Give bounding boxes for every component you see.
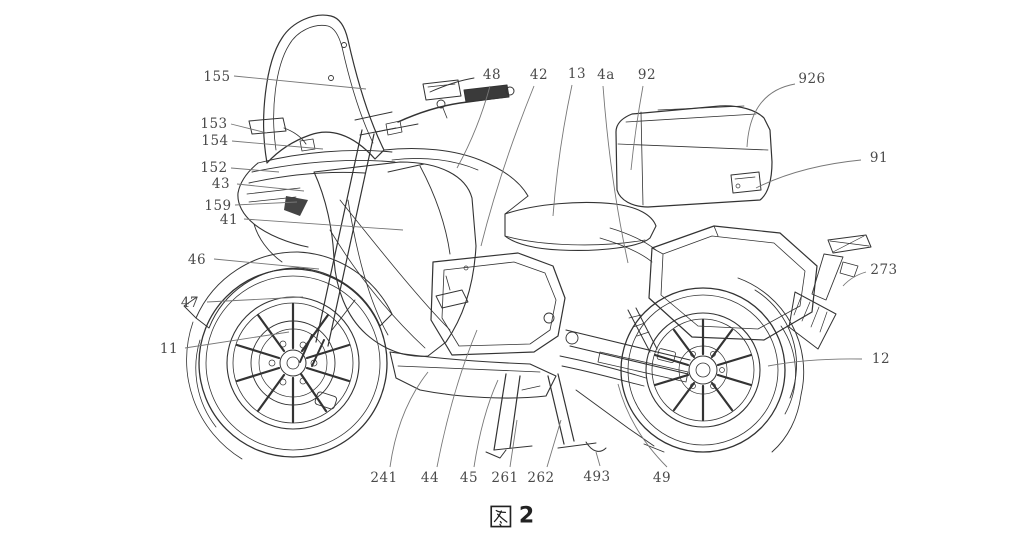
center-stand xyxy=(493,373,521,451)
ref-label-45: 45 xyxy=(459,470,479,486)
windshield-screw xyxy=(341,42,347,48)
top-box xyxy=(615,105,773,208)
ref-label-43: 43 xyxy=(211,176,231,192)
ref-label-47: 47 xyxy=(180,295,200,311)
ref-label-262: 262 xyxy=(527,470,555,486)
footpeg xyxy=(435,289,469,309)
brake-master-cylinder xyxy=(422,79,462,101)
rear-view-mirror xyxy=(248,117,316,152)
figure-glyph-tu xyxy=(490,505,512,527)
ref-label-49: 49 xyxy=(652,470,672,486)
fairing-vent xyxy=(284,196,308,216)
windshield xyxy=(263,14,385,164)
rear-brake-caliper xyxy=(656,348,676,363)
steering-head xyxy=(375,123,451,255)
top-box-latch xyxy=(730,171,762,194)
drive-shaft xyxy=(597,351,689,383)
front-wheel xyxy=(195,268,388,458)
ref-label-41: 41 xyxy=(219,212,239,228)
rear-rack xyxy=(788,234,872,350)
rear-wheel-spokes xyxy=(653,318,753,422)
ref-label-13: 13 xyxy=(567,66,587,82)
rear-reflector xyxy=(839,261,859,278)
figure-caption: 2 xyxy=(490,504,534,529)
ref-label-92: 92 xyxy=(637,67,657,83)
engine-panel xyxy=(430,252,566,356)
ref-label-153: 153 xyxy=(200,116,228,132)
ref-label-152: 152 xyxy=(200,160,228,176)
ref-label-273: 273 xyxy=(870,262,898,278)
belly-pan xyxy=(389,351,557,399)
front-brake-caliper xyxy=(314,391,338,410)
ref-label-48: 48 xyxy=(482,67,502,83)
ref-label-42: 42 xyxy=(529,67,549,83)
ref-label-241: 241 xyxy=(370,470,398,486)
front-fairing xyxy=(237,150,396,263)
brake-lever xyxy=(429,77,475,93)
rear-mudflap xyxy=(788,291,837,350)
front-wheel-spokes xyxy=(235,302,351,424)
ref-label-926: 926 xyxy=(798,71,826,87)
figure-number: 2 xyxy=(518,503,535,529)
rear-wheel xyxy=(620,287,796,453)
stand-foot-hook xyxy=(585,441,607,452)
swingarm xyxy=(565,307,691,383)
ref-label-46: 46 xyxy=(187,252,207,268)
ref-label-91: 91 xyxy=(869,150,889,166)
ref-label-159: 159 xyxy=(204,198,232,214)
rear-fender xyxy=(737,277,805,453)
handlebar-grip xyxy=(463,84,510,103)
ref-label-11: 11 xyxy=(159,341,179,357)
side-fairing xyxy=(313,161,477,357)
front-fork xyxy=(299,111,397,367)
fuel-tank xyxy=(383,148,529,197)
seat xyxy=(504,195,657,263)
side-pannier xyxy=(648,225,818,341)
stand-linkage xyxy=(575,389,665,453)
seat-cowl xyxy=(599,227,657,263)
ref-label-261: 261 xyxy=(491,470,519,486)
ref-label-12: 12 xyxy=(871,351,891,367)
windshield-screw xyxy=(328,75,334,81)
ref-label-493: 493 xyxy=(583,469,611,485)
ref-label-154: 154 xyxy=(201,133,229,149)
ref-label-4a: 4a xyxy=(597,67,615,83)
ref-label-44: 44 xyxy=(420,470,440,486)
ref-label-155: 155 xyxy=(203,69,231,85)
